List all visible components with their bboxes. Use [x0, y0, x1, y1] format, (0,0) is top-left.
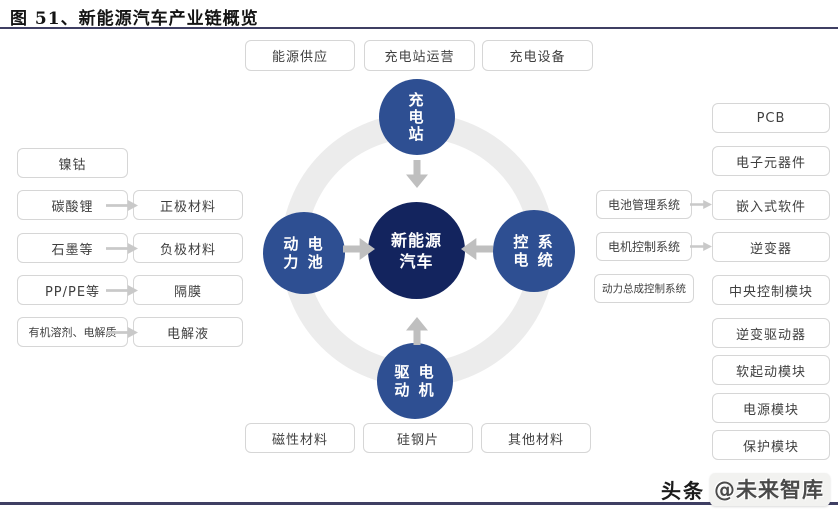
box-power-supply-module: 电源模块 — [712, 393, 830, 423]
node-label-line: 控 系 — [513, 233, 555, 251]
box-anode-material: 负极材料 — [133, 233, 243, 263]
arrow-right-icon — [690, 242, 712, 251]
node-label-line: 驱 电 — [394, 363, 436, 381]
node-label-line: 电 统 — [513, 251, 555, 269]
box-inverter-driver: 逆变驱动器 — [712, 318, 830, 348]
node-label-line: 新能源 — [390, 230, 442, 250]
figure-title: 图 51、新能源汽车产业链概览 — [10, 9, 259, 29]
node-label-line: 动 电 — [283, 235, 325, 253]
box-inverter: 逆变器 — [712, 232, 830, 262]
watermark-toutiao-label: 头条 — [661, 479, 705, 503]
arrow-right-icon — [106, 285, 138, 296]
box-powertrain-control-system: 动力总成控制系统 — [594, 274, 694, 303]
arrow-right-icon — [106, 243, 138, 254]
box-motor-control-system: 电机控制系统 — [596, 232, 692, 261]
node-new-energy-vehicle: 新能源 汽车 — [368, 202, 465, 299]
box-separator: 隔膜 — [133, 275, 243, 305]
node-label-line: 充 — [408, 90, 426, 109]
node-power-battery: 动 电 力 池 — [263, 212, 345, 294]
box-energy-supply: 能源供应 — [245, 40, 355, 71]
title-underline — [0, 27, 838, 29]
arrow-right-icon — [106, 200, 138, 211]
box-nickel-cobalt: 镍钴 — [17, 148, 128, 178]
box-battery-management-system: 电池管理系统 — [596, 190, 692, 219]
node-charging-station: 充 电 站 — [379, 79, 455, 155]
arrow-right-icon — [106, 327, 138, 338]
box-protection-module: 保护模块 — [712, 430, 830, 460]
box-charging-equipment: 充电设备 — [482, 40, 593, 71]
box-electronic-components: 电子元器件 — [712, 146, 830, 176]
node-electronic-control-system: 控 系 电 统 — [493, 210, 575, 292]
node-label-line: 力 池 — [283, 253, 325, 271]
node-drive-motor: 驱 电 动 机 — [377, 343, 453, 419]
node-label-line: 站 — [408, 124, 426, 143]
node-label-line: 动 机 — [394, 381, 436, 399]
box-charging-station-operation: 充电站运营 — [364, 40, 475, 71]
arrow-right-icon — [690, 200, 712, 209]
node-label-line: 汽车 — [399, 251, 434, 271]
box-electrolyte-solution: 电解液 — [133, 317, 243, 347]
box-silicon-steel-sheet: 硅钢片 — [363, 423, 473, 453]
box-cathode-material: 正极材料 — [133, 190, 243, 220]
watermark-handle: @未来智库 — [710, 473, 830, 506]
box-pcb: PCB — [712, 103, 830, 133]
node-label-line: 电 — [408, 107, 426, 126]
box-central-control-module: 中央控制模块 — [712, 275, 830, 305]
box-magnetic-material: 磁性材料 — [245, 423, 355, 453]
box-other-materials: 其他材料 — [481, 423, 591, 453]
box-embedded-software: 嵌入式软件 — [712, 190, 830, 220]
watermark: 头条 @未来智库 — [661, 473, 830, 506]
footer-rule — [0, 502, 838, 505]
box-soft-start-module: 软起动模块 — [712, 355, 830, 385]
